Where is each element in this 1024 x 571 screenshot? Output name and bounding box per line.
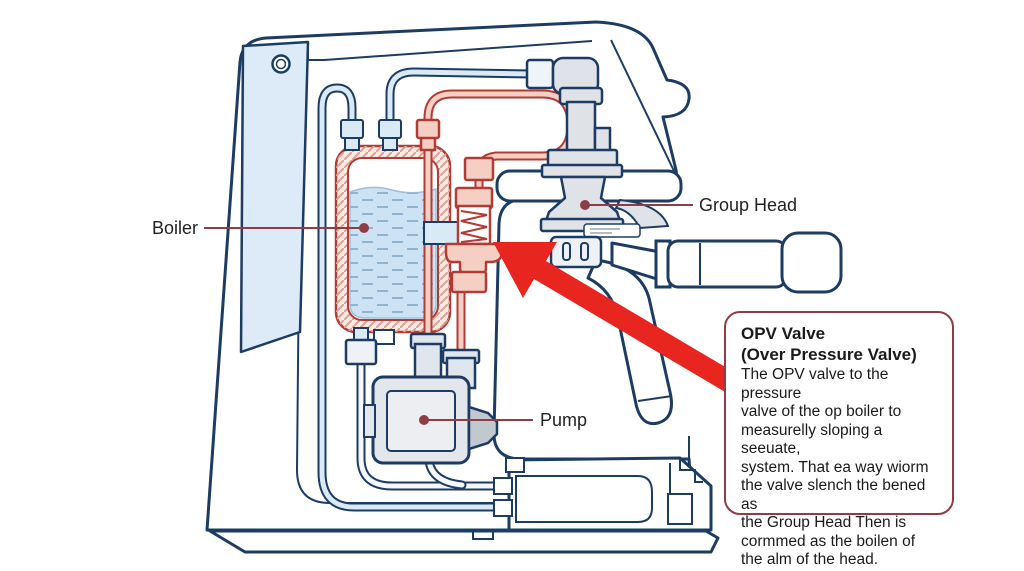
panel-screw (271, 54, 291, 74)
callout-body: The OPV valve to the pressure valve of t… (741, 366, 929, 568)
red-arrow (493, 242, 771, 412)
opv-callout-box: OPV Valve (Over Pressure Valve) The OPV … (724, 311, 954, 568)
leader-lines (204, 200, 693, 425)
pump-leader-dot (419, 415, 429, 425)
spout-bracket (549, 235, 603, 269)
callout-subtitle: (Over Pressure Valve) (741, 345, 917, 364)
group-head (495, 56, 683, 238)
boiler (334, 144, 452, 366)
spec-plate (583, 223, 641, 238)
pump-label: Pump (540, 410, 588, 430)
opv-valve (423, 186, 504, 294)
pump-nozzle (467, 405, 499, 451)
boiler-drain-fitting (344, 338, 378, 366)
base-notch (472, 530, 494, 540)
steam-wand-tip-line (637, 395, 673, 402)
opv-spring (460, 210, 488, 243)
opv-inlet-nut (463, 156, 495, 182)
tray-inlet-lower (493, 499, 513, 517)
tray-inlet-upper (493, 477, 513, 495)
boiler-leader-dot (359, 223, 369, 233)
boiler-label: Boiler (151, 218, 198, 238)
side-panel (239, 40, 310, 354)
boiler-ports (340, 118, 441, 152)
handle-end-cap (780, 231, 843, 294)
group-head-leader-dot (580, 200, 590, 210)
portafilter-handle (610, 231, 843, 294)
machine-base (208, 529, 720, 554)
callout-title: OPV Valve (741, 324, 826, 343)
drip-tray (493, 456, 713, 532)
inlet-nut (525, 58, 555, 90)
group-head-label: Group Head (699, 195, 798, 215)
pump-mount-tab (363, 404, 376, 438)
